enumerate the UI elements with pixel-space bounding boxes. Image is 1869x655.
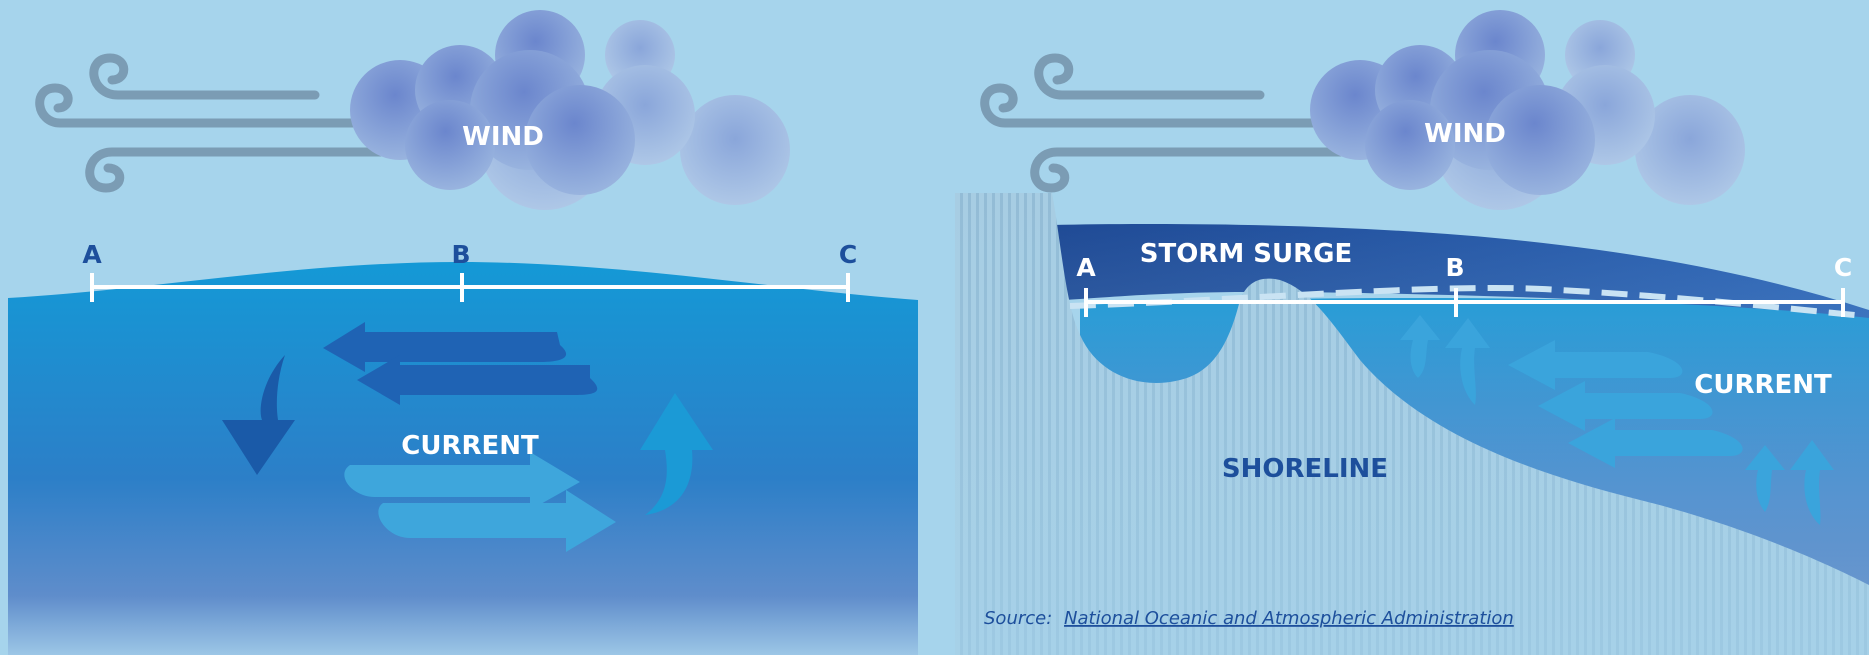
cloud-icon [1310,10,1745,210]
point-a-label: A [1076,253,1096,282]
current-label: CURRENT [1694,370,1832,400]
current-arrow-icon [222,322,598,475]
measurement-line [1084,288,1845,317]
upwelling-arrow-icon [1400,315,1490,405]
point-c-label: C [1834,253,1852,282]
wind-label: WIND [462,122,544,152]
normal-conditions-panel: WIND A B C CURRENT [8,10,918,655]
upwelling-arrow-icon [1745,440,1834,525]
point-c-label: C [839,240,857,269]
storm-surge-label: STORM SURGE [1140,239,1352,269]
shoreline-fade [955,193,1869,655]
point-b-label: B [451,240,470,269]
source-link[interactable]: National Oceanic and Atmospheric Adminis… [1064,608,1514,629]
shoreline-label: SHORELINE [1222,454,1388,484]
cloud-icon [350,10,790,210]
source-credit: Source: National Oceanic and Atmospheric… [984,608,1514,629]
current-arrow-icon [344,393,713,552]
ocean-water [8,262,918,655]
wind-swirl-icon [35,53,415,193]
current-label: CURRENT [401,431,539,461]
point-b-label: B [1445,253,1464,282]
measurement-line [90,273,850,302]
source-prefix: Source: [984,608,1052,629]
wind-swirl-icon [980,53,1360,193]
normal-sea-level-line [1069,284,1866,319]
current-arrow-icon [1508,340,1743,468]
wind-label: WIND [1424,119,1506,149]
point-a-label: A [82,240,102,269]
storm-surge-panel: WIND A B C STORM SURGE [955,10,1869,655]
